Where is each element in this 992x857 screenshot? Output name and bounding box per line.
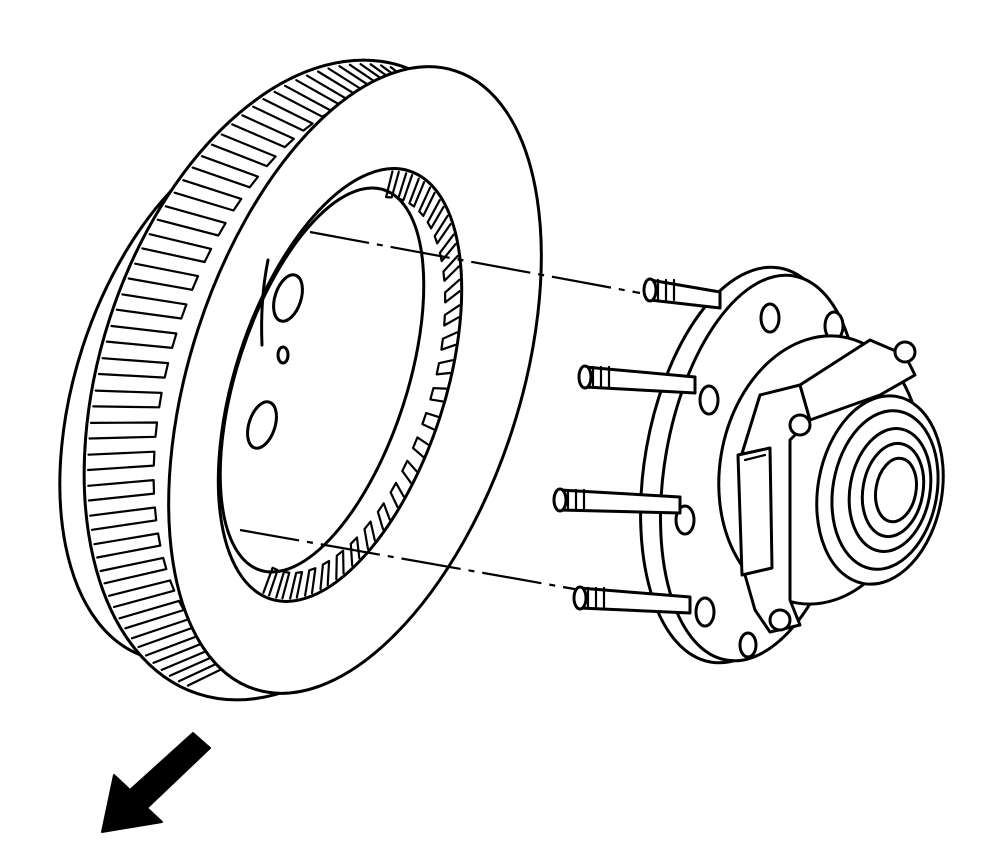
inner-fin [401, 459, 418, 484]
vent-fin [118, 599, 185, 630]
vent-fin [210, 133, 277, 168]
inner-fin [421, 411, 440, 431]
stud-hole [246, 400, 278, 450]
stud-hole [272, 273, 304, 323]
inner-fin [408, 177, 426, 208]
vent-fin [87, 450, 156, 472]
vent-fin [115, 293, 188, 320]
inner-fin [418, 186, 436, 217]
vent-fin [99, 556, 168, 585]
wheel-stud [572, 585, 692, 615]
inner-fin [429, 387, 448, 403]
inner-fin [411, 436, 430, 458]
inner-fin [363, 520, 376, 550]
vent-fin [141, 233, 213, 264]
vent-fin [127, 262, 200, 291]
inner-fin [335, 549, 345, 581]
inner-fin [304, 567, 317, 597]
vent-fin [89, 506, 158, 531]
vent-fin [92, 389, 163, 409]
locator-hole [276, 345, 290, 365]
arrow-icon [101, 732, 211, 833]
inner-fin [443, 304, 461, 327]
inner-fin [440, 331, 458, 351]
brake-rotor [58, 58, 543, 702]
inner-fin [444, 278, 461, 304]
rotor-inner-fins [262, 170, 461, 600]
vent-fin [105, 324, 178, 349]
vent-fin [93, 532, 162, 559]
inner-fin [319, 559, 331, 591]
inner-fin [433, 214, 452, 245]
vent-fin [191, 155, 260, 189]
inner-fin [389, 481, 405, 509]
wheel-stud [552, 487, 682, 515]
wheel-stud [577, 364, 697, 395]
vent-fin [173, 179, 243, 212]
wheel-hub-bearing [639, 265, 945, 665]
vent-fin [88, 421, 159, 440]
inner-fin [397, 172, 414, 202]
wheel-stud [642, 277, 722, 310]
vent-fin [97, 357, 170, 379]
inner-fin [376, 502, 391, 531]
inner-fin [262, 566, 279, 597]
inner-fin [289, 571, 304, 600]
inner-fin [426, 199, 445, 230]
vent-fin [156, 205, 227, 237]
inner-fin [349, 536, 361, 567]
inner-fin [442, 255, 460, 282]
inner-fin [385, 170, 400, 199]
inner-fin [435, 359, 454, 376]
wheel-studs [552, 277, 722, 615]
vent-fin [231, 114, 295, 149]
vent-fin [252, 98, 314, 132]
inner-fin [275, 570, 291, 600]
vent-fin [108, 579, 176, 609]
alignment-lines [239, 230, 641, 592]
vent-fin [87, 479, 156, 502]
